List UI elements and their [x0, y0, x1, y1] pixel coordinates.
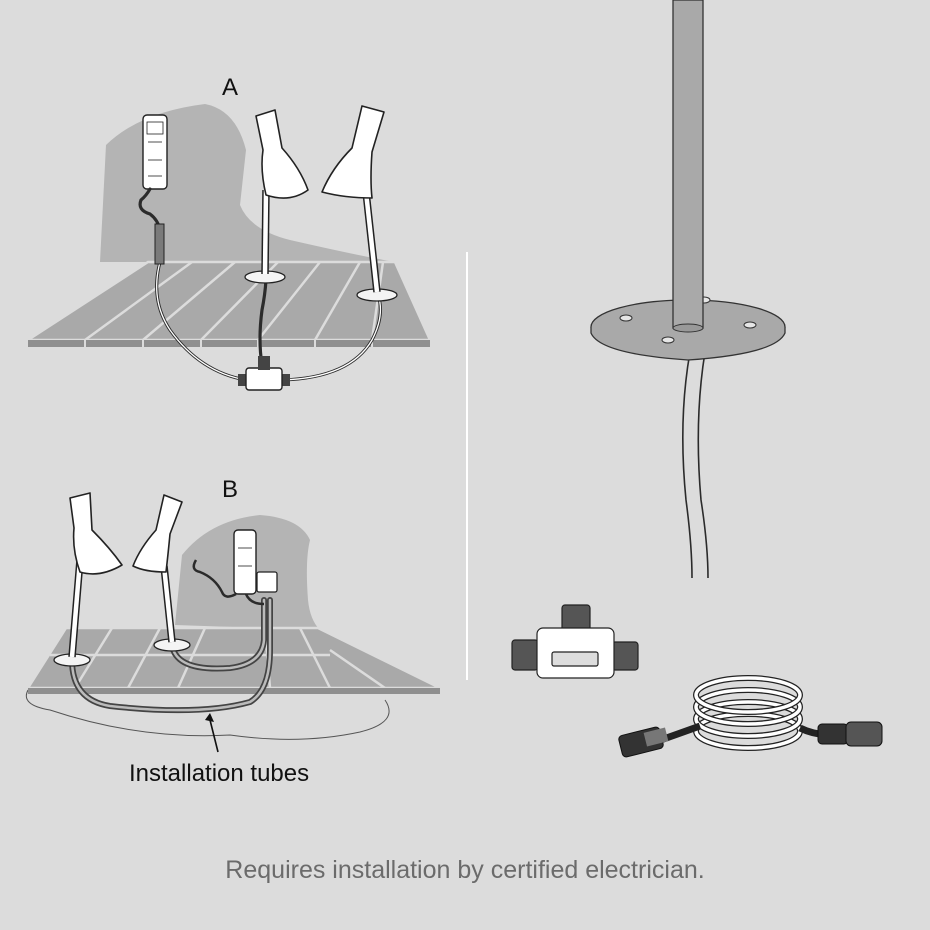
garden-lamp-a2 — [321, 105, 398, 302]
installation-tubes-label: Installation tubes — [129, 760, 310, 787]
cable-connector-left — [618, 726, 669, 758]
scene-a — [23, 104, 432, 391]
scene-b — [25, 492, 441, 753]
installation-note: Requires installation by certified elect… — [225, 856, 705, 884]
installation-tubes-b — [69, 597, 273, 714]
wall-a — [100, 104, 395, 262]
power-supply-b — [192, 529, 278, 606]
garden-lamp-b1 — [53, 492, 123, 667]
decking-a-front — [28, 340, 430, 347]
inline-connector-a — [154, 223, 165, 265]
cable-connector-right — [817, 721, 883, 747]
lamp-base-detail — [590, 0, 786, 579]
decking-b-front — [28, 688, 440, 694]
t-connector-part — [511, 604, 639, 679]
ground-b — [25, 689, 390, 740]
config-label-a: A — [222, 74, 239, 101]
tube-pointer-arrow — [205, 713, 219, 753]
extension-cable-coil — [653, 675, 829, 751]
config-label-b: B — [222, 476, 239, 503]
garden-lamp-a1 — [244, 109, 309, 284]
t-connector-a — [238, 356, 290, 391]
garden-lamp-b2 — [132, 494, 191, 652]
power-supply-a — [142, 114, 168, 190]
